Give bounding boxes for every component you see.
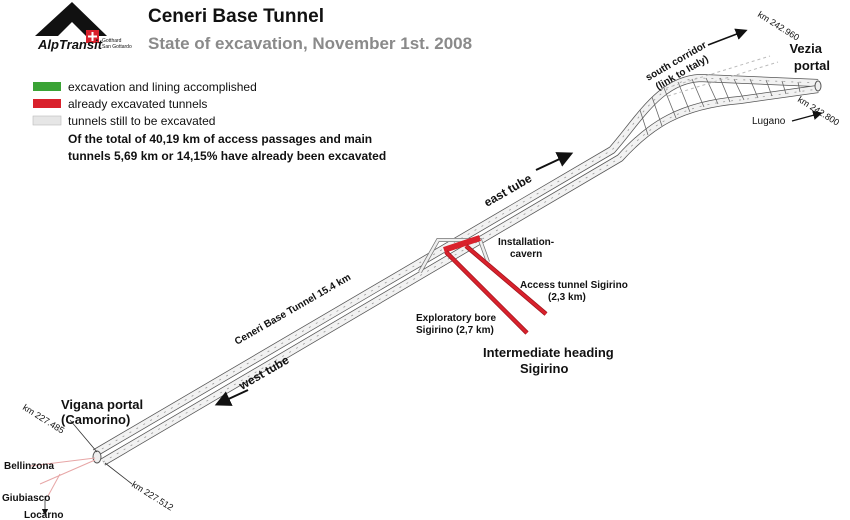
intermediate-heading-label-1: Intermediate heading bbox=[483, 345, 614, 360]
exploratory-bore-label-1: Exploratory bore bbox=[416, 313, 496, 324]
access-tunnel-label-2: (2,3 km) bbox=[548, 292, 586, 303]
km-227-485: km 227.485 bbox=[21, 402, 66, 435]
east-tube bbox=[101, 85, 819, 465]
vezia-portal-label-1: Vezia bbox=[789, 41, 822, 56]
vezia-portal-label-2: portal bbox=[794, 58, 830, 73]
lugano-label: Lugano bbox=[752, 116, 786, 127]
west-tube bbox=[93, 74, 819, 456]
west-tube-arrow-icon bbox=[214, 389, 249, 406]
legend-label-excavated: already excavated tunnels bbox=[68, 97, 207, 111]
legend-label-accomplished: excavation and lining accomplished bbox=[68, 80, 257, 94]
south-corridor-arrow-icon bbox=[707, 28, 748, 46]
legend-label-to-excavate: tunnels still to be excavated bbox=[68, 114, 215, 128]
installation-cavern-label-2: cavern bbox=[510, 249, 542, 260]
access-tunnel-label-1: Access tunnel Sigirino bbox=[520, 280, 628, 291]
logo-word: AlpTransit bbox=[37, 37, 103, 52]
vigana-portal-icon bbox=[92, 450, 102, 464]
giubiasco-label: Giubiasco bbox=[2, 493, 50, 504]
km-242-800: km 242.800 bbox=[796, 94, 841, 127]
vigana-portal-label-1: Vigana portal bbox=[61, 397, 143, 412]
locarno-label: Locarno bbox=[24, 510, 63, 520]
page-subtitle: State of excavation, November 1st. 2008 bbox=[148, 34, 472, 53]
intermediate-heading-label-2: Sigirino bbox=[520, 361, 568, 376]
sigirino-works bbox=[418, 235, 548, 335]
installation-cavern bbox=[443, 235, 481, 253]
surface-connections bbox=[29, 419, 133, 516]
page-title: Ceneri Base Tunnel bbox=[148, 6, 324, 27]
access-tunnel bbox=[465, 244, 547, 316]
legend-swatch-grey bbox=[32, 115, 62, 126]
lugano-arrow-icon bbox=[791, 110, 823, 122]
legend-note-line1: Of the total of 40,19 km of access passa… bbox=[68, 132, 372, 146]
cross-passages bbox=[639, 77, 801, 136]
km-242-960: km 242.960 bbox=[756, 9, 801, 42]
legend-swatch-green bbox=[33, 82, 61, 91]
legend-swatch-red bbox=[33, 99, 61, 108]
tunnel-tubes bbox=[92, 55, 822, 466]
bellinzona-label: Bellinzona bbox=[4, 461, 54, 472]
exploratory-bore bbox=[444, 250, 529, 335]
east-tube-arrow-icon bbox=[535, 152, 574, 171]
exploratory-bore-label-2: Sigirino (2,7 km) bbox=[416, 325, 494, 336]
vezia-portal-icon bbox=[814, 80, 822, 92]
south-corridor bbox=[659, 55, 779, 97]
km-227-512: km 227.512 bbox=[130, 479, 175, 512]
installation-cavern-label-1: Installation- bbox=[498, 237, 554, 248]
logo-sub1: Gotthard bbox=[102, 38, 122, 44]
logo-sub2: San Gottardo bbox=[102, 44, 132, 50]
alptransit-logo: AlpTransit Gotthard San Gottardo bbox=[35, 2, 132, 52]
vigana-portal-label-2: (Camorino) bbox=[61, 412, 130, 427]
legend-note-line2: tunnels 5,69 km or 14,15% have already b… bbox=[68, 149, 386, 163]
legend: excavation and lining accomplished alrea… bbox=[32, 80, 386, 163]
